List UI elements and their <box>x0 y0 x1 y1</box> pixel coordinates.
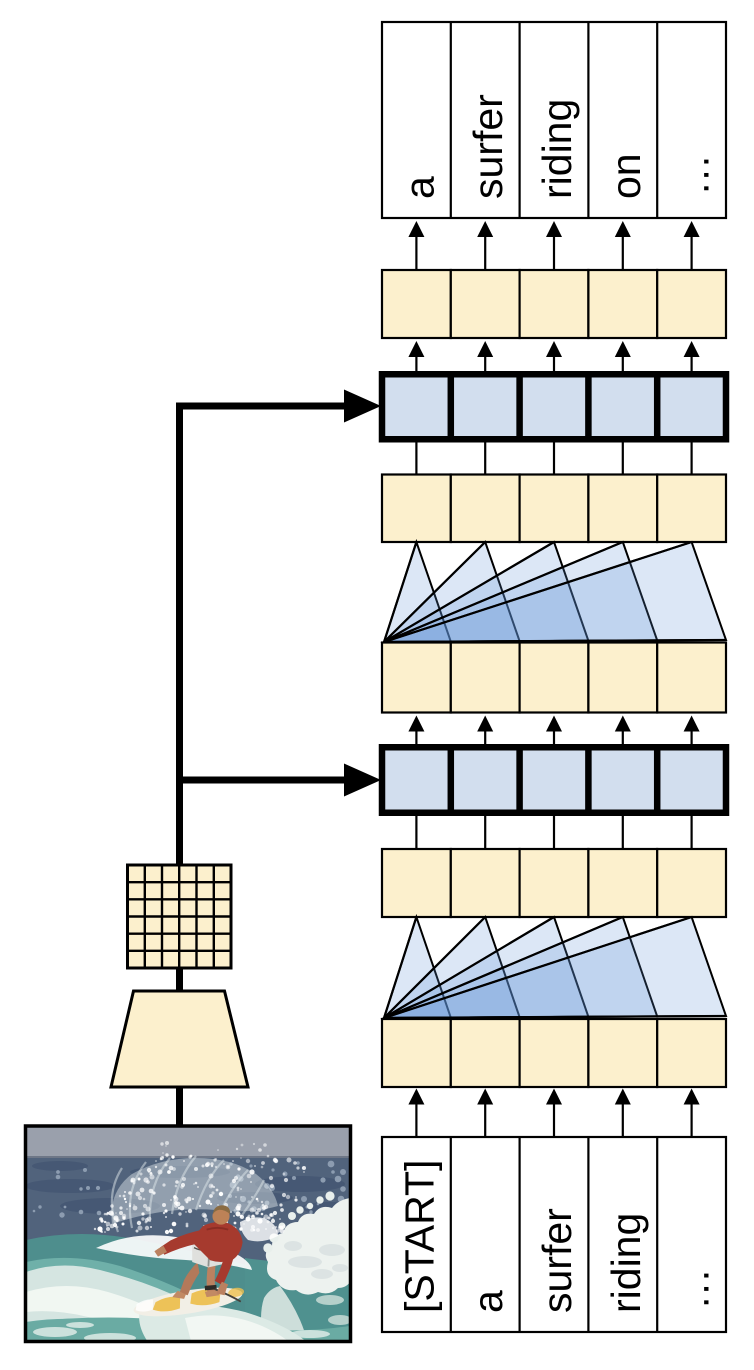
svg-text:riding: riding <box>603 1213 649 1313</box>
svg-text:...: ... <box>672 1268 718 1308</box>
svg-text:surfer: surfer <box>465 94 511 199</box>
svg-text:on: on <box>603 153 649 199</box>
svg-text:a: a <box>396 176 442 199</box>
svg-text:a: a <box>465 1290 511 1313</box>
svg-text:[START]: [START] <box>396 1160 442 1313</box>
svg-text:...: ... <box>672 154 718 194</box>
svg-text:riding: riding <box>534 99 580 199</box>
svg-text:surfer: surfer <box>534 1208 580 1313</box>
